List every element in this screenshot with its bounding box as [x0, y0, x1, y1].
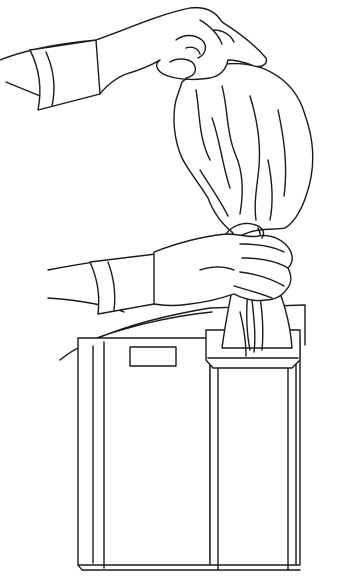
bin-right-panel — [210, 338, 300, 565]
gripping-hand-icon — [48, 223, 292, 314]
bin-left-panel — [78, 338, 210, 565]
bag-icon — [174, 64, 313, 356]
